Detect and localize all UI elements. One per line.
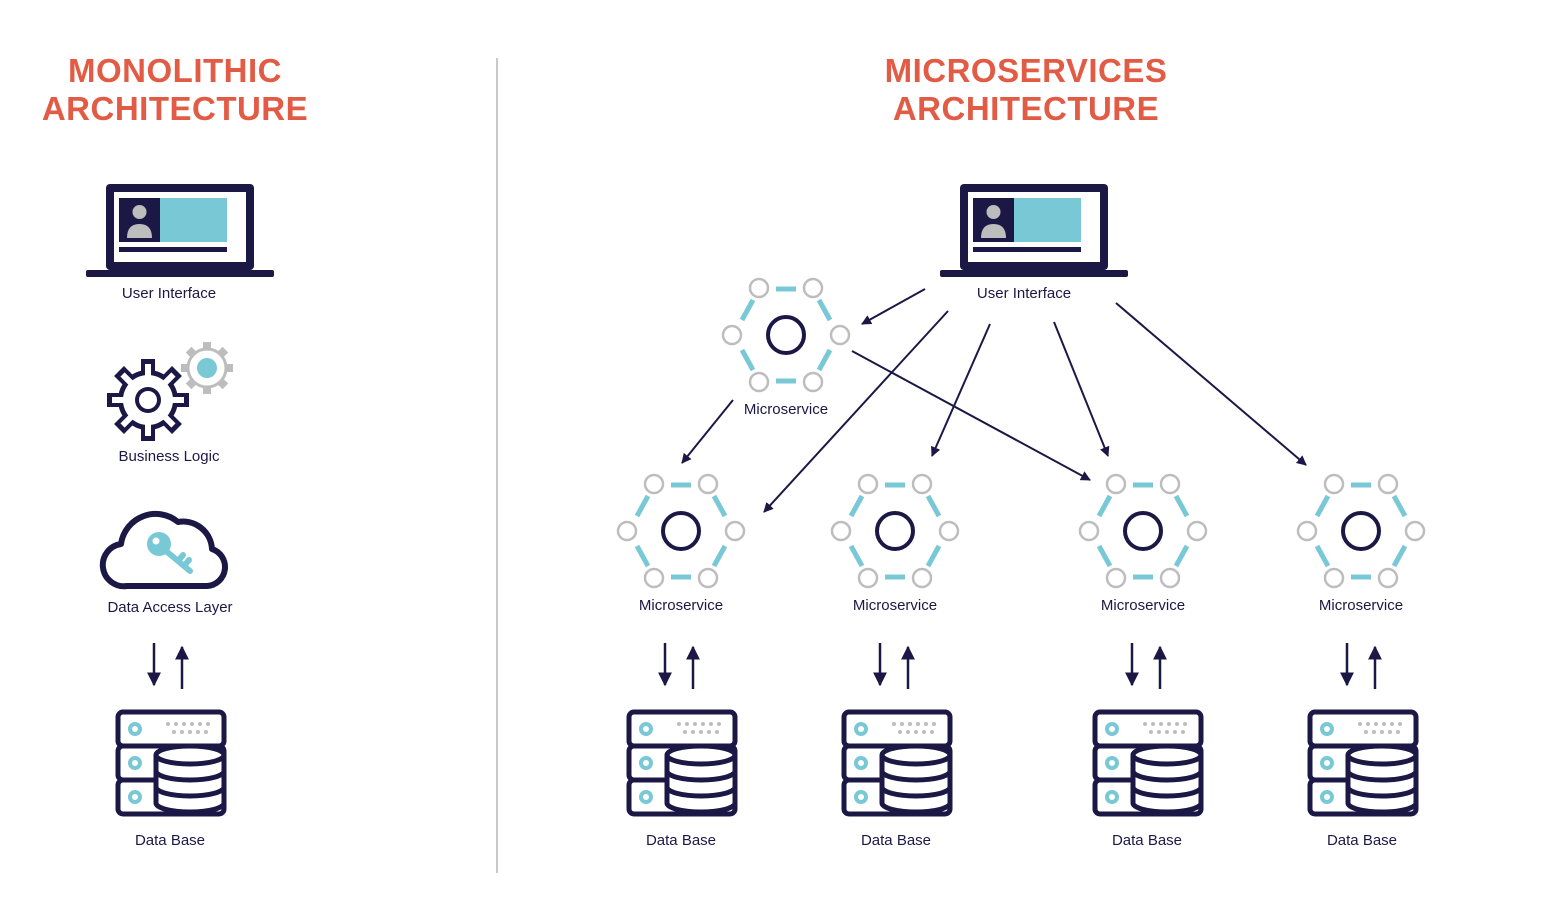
database-label: Data Base [860, 832, 932, 849]
monolithic-title-line1: MONOLITHIC [68, 52, 282, 89]
database-server-icon [1310, 712, 1416, 814]
microservice-label: Microservice [852, 597, 938, 614]
mono-database-label: Data Base [134, 832, 206, 849]
updown-arrows [880, 643, 908, 689]
top-microservice-label: Microservice [743, 401, 829, 418]
database-label: Data Base [1326, 832, 1398, 849]
microservice-hexagon-icon [1080, 475, 1206, 587]
microservices-title-line2: ARCHITECTURE [892, 90, 1160, 127]
updown-arrows [154, 643, 182, 689]
database-server-icon [629, 712, 735, 814]
microservice-hexagon-icon [1298, 475, 1424, 587]
microservices-title-line1: MICROSERVICES [884, 52, 1168, 89]
laptop-icon [940, 184, 1128, 277]
mono-user-interface-label: User Interface [121, 285, 217, 302]
microservice-label: Microservice [1318, 597, 1404, 614]
monolithic-title: MONOLITHIC ARCHITECTURE [20, 52, 330, 128]
microservice-label: Microservice [638, 597, 724, 614]
microservices-title: MICROSERVICES ARCHITECTURE [856, 52, 1196, 128]
mono-business-logic-label: Business Logic [118, 448, 220, 465]
micro-user-interface-label: User Interface [976, 285, 1072, 302]
updown-arrows [1132, 643, 1160, 689]
gears-icon [107, 342, 233, 441]
cloud-key-icon [99, 510, 228, 590]
database-server-icon [844, 712, 950, 814]
database-label: Data Base [645, 832, 717, 849]
updown-arrows [1347, 643, 1375, 689]
database-label: Data Base [1111, 832, 1183, 849]
microservice-hexagon-icon [723, 279, 849, 391]
microservice-hexagon-icon [618, 475, 744, 587]
database-server-icon [118, 712, 224, 814]
flow-arrows [681, 288, 1307, 513]
database-server-icon [1095, 712, 1201, 814]
mono-data-access-label: Data Access Layer [107, 599, 233, 616]
monolithic-title-line2: ARCHITECTURE [41, 90, 309, 127]
microservice-label: Microservice [1100, 597, 1186, 614]
laptop-icon [86, 184, 274, 277]
microservice-hexagon-icon [832, 475, 958, 587]
updown-arrows [665, 643, 693, 689]
